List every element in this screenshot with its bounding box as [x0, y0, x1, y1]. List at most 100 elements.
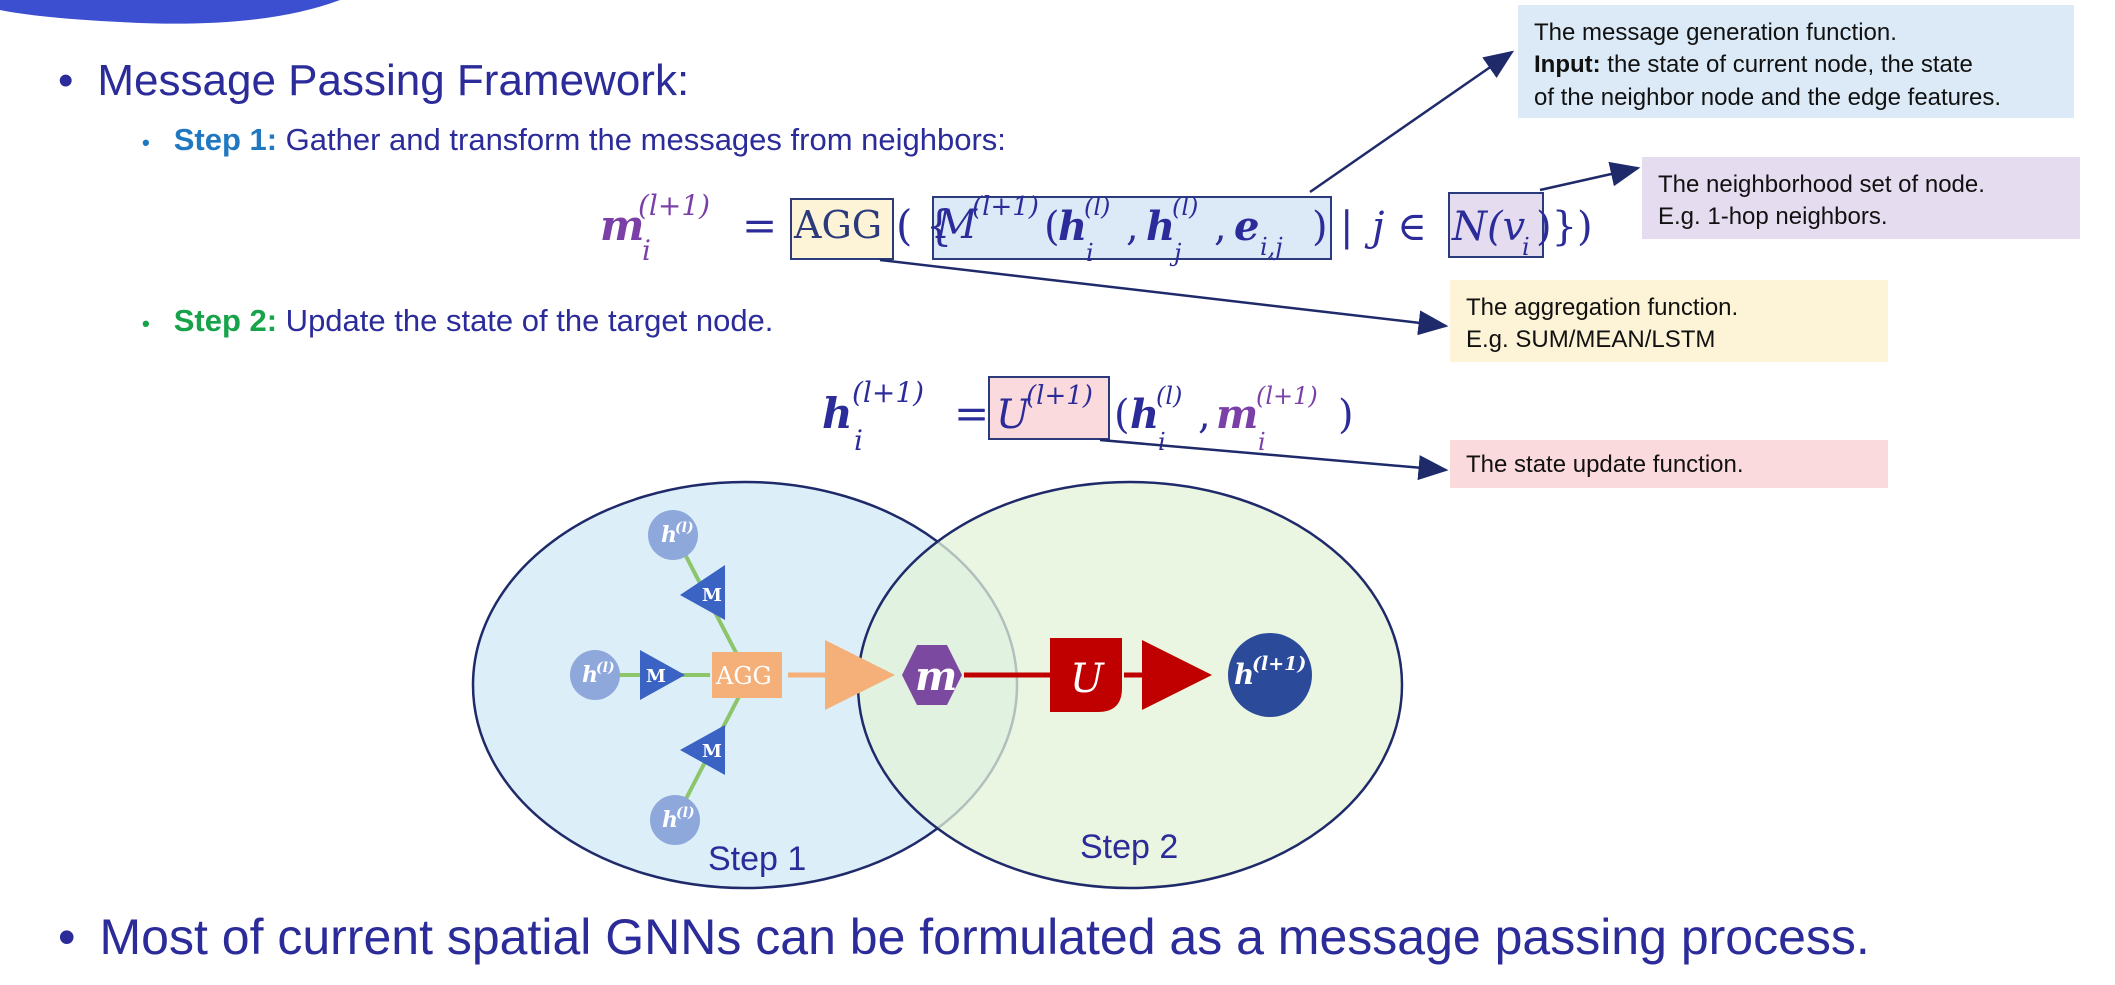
framework-title: Message Passing Framework: — [97, 56, 690, 105]
update-fn-box — [1050, 638, 1122, 712]
node-label: h — [582, 662, 598, 688]
step1-label: Step 1: — [173, 122, 278, 157]
msg-label: M — [646, 666, 666, 687]
eq2-arg-h: h — [1130, 391, 1159, 438]
out-label: h — [1234, 658, 1254, 691]
eq1-j-in: j ∈ — [1364, 204, 1427, 250]
step1-bullet: • Step 1: Gather and transform the messag… — [142, 122, 1006, 158]
neighbor-node-left — [570, 650, 620, 700]
message-node — [902, 645, 962, 705]
eq1-h-i-sup: (l) — [1084, 193, 1110, 221]
out-sup: (l+1) — [1252, 653, 1306, 675]
message-fn-left — [640, 650, 685, 700]
callout-line: Input: the state of current node, the st… — [1534, 49, 2058, 81]
eq1-close: )}) — [1536, 204, 1593, 250]
eq1-equals: = — [742, 201, 777, 250]
step2-bullet: • Step 2: Update the state of the target … — [142, 303, 773, 339]
eq1-open: ( { — [896, 201, 952, 250]
eq1-msg-fn: M — [935, 202, 978, 248]
eq1-h-i-sub: i — [1086, 239, 1094, 267]
bullet-dot: • — [142, 311, 150, 336]
eq1-nbr-sub: i — [1522, 233, 1530, 261]
corner-decoration — [0, 0, 340, 24]
step2-label: Step 2: — [173, 303, 278, 338]
eq2-arg-h-sup: (l) — [1156, 382, 1182, 410]
callout-line: The state update function. — [1466, 451, 1744, 478]
eq2-paren-close: ) — [1338, 392, 1354, 438]
step2-diagram-label: Step 2 — [1080, 828, 1178, 866]
callout-line: E.g. SUM/MEAN/LSTM — [1466, 326, 1716, 354]
eq1-paren-close: ) — [1312, 204, 1328, 250]
eq1-h-i: h — [1058, 203, 1087, 250]
m-label: m — [915, 653, 957, 700]
eq1-e: e — [1234, 203, 1259, 250]
eq2-arg-h-sub: i — [1158, 428, 1166, 456]
eq2-lhs-sub: i — [854, 424, 863, 457]
eq1-lhs: m — [600, 201, 644, 250]
eq1-bar: | — [1340, 204, 1353, 250]
callout-line: The message generation function. — [1534, 19, 1897, 46]
node-sup: (l) — [596, 660, 615, 676]
callout-text: the state of current node, the state — [1600, 51, 1973, 79]
eq1-msg-sup: (l+1) — [972, 192, 1039, 222]
eq1-comma: , — [1214, 204, 1227, 250]
eq1-lhs-sup: (l+1) — [638, 189, 710, 222]
eq2-upd-fn: U — [996, 392, 1031, 438]
message-fn-highlight-box — [932, 196, 1332, 260]
eq1-e-sub: i,j — [1260, 233, 1283, 261]
callout-update: The state update function. — [1450, 440, 1888, 488]
node-sup: (l) — [675, 520, 694, 536]
eq2-lhs-sup: (l+1) — [852, 376, 924, 409]
step2-text: Update the state of the target node. — [277, 303, 774, 338]
eq2-equals: = — [954, 389, 989, 438]
eq1-agg: AGG — [793, 203, 882, 247]
agg-box — [712, 652, 782, 698]
neighbor-node-bottom — [650, 795, 700, 845]
conclusion-bullet: • Most of current spatial GNNs can be for… — [58, 908, 1870, 966]
eq2-upd-sup: (l+1) — [1026, 381, 1093, 411]
eq1-nbr: N(v — [1451, 204, 1526, 250]
message-passing-diagram: h (l) h (l) h (l) M M M AGG m U h (l+1) … — [471, 480, 1404, 890]
callout-aggregation: The aggregation function. E.g. SUM/MEAN/… — [1450, 280, 1888, 362]
agg-label: AGG — [715, 662, 772, 690]
neighbor-node-top — [648, 510, 698, 560]
eq1-h-j-sup: (l) — [1172, 193, 1198, 221]
eq2-paren-open: ( — [1114, 392, 1130, 438]
node-sup: (l) — [676, 805, 695, 821]
step1-diagram-label: Step 1 — [708, 840, 806, 878]
node-label: h — [661, 522, 677, 548]
eq2-comma: , — [1198, 392, 1211, 438]
framework-bullet: • Message Passing Framework: — [58, 56, 689, 106]
eq1-lhs-sub: i — [642, 234, 651, 267]
arrow-to-message-callout — [1309, 50, 1515, 194]
message-fn-bottom — [680, 725, 725, 775]
callout-neighborhood: The neighborhood set of node. E.g. 1-hop… — [1642, 157, 2080, 239]
bullet-dot: • — [58, 56, 74, 105]
eq2-arg-m: m — [1216, 391, 1258, 438]
msg-label: M — [702, 741, 722, 762]
eq1-h-j: h — [1146, 203, 1175, 250]
callout-line: of the neighbor node and the edge featur… — [1534, 83, 2002, 111]
eq2-arg-m-sup: (l+1) — [1256, 382, 1318, 410]
conclusion-text: Most of current spatial GNNs can be form… — [99, 909, 1870, 965]
message-fn-top — [680, 565, 725, 620]
callout-line: The aggregation function. — [1466, 294, 1739, 321]
callout-line: The neighborhood set of node. — [1658, 171, 1985, 198]
neighborhood-highlight-box — [1448, 192, 1544, 258]
eq2-arg-m-sub: i — [1258, 428, 1266, 456]
update-fn-highlight-box — [988, 376, 1110, 440]
callout-input-label: Input: — [1534, 51, 1601, 79]
eq1-comma: , — [1126, 204, 1139, 250]
callout-message-generation: The message generation function. Input: … — [1518, 5, 2074, 118]
bullet-dot: • — [142, 130, 150, 155]
equation-message: m (l+1) i = AGG ( { M (l+1) ( h (l) i , … — [600, 189, 1593, 267]
output-node — [1228, 633, 1312, 717]
callout-line: E.g. 1-hop neighbors. — [1658, 203, 1888, 231]
bullet-dot: • — [58, 909, 76, 965]
u-label: U — [1070, 656, 1105, 702]
step1-text: Gather and transform the messages from n… — [277, 122, 1006, 157]
eq1-paren-open: ( — [1044, 204, 1060, 250]
node-label: h — [662, 807, 678, 833]
msg-label: M — [702, 585, 722, 606]
agg-highlight-box — [790, 198, 894, 260]
